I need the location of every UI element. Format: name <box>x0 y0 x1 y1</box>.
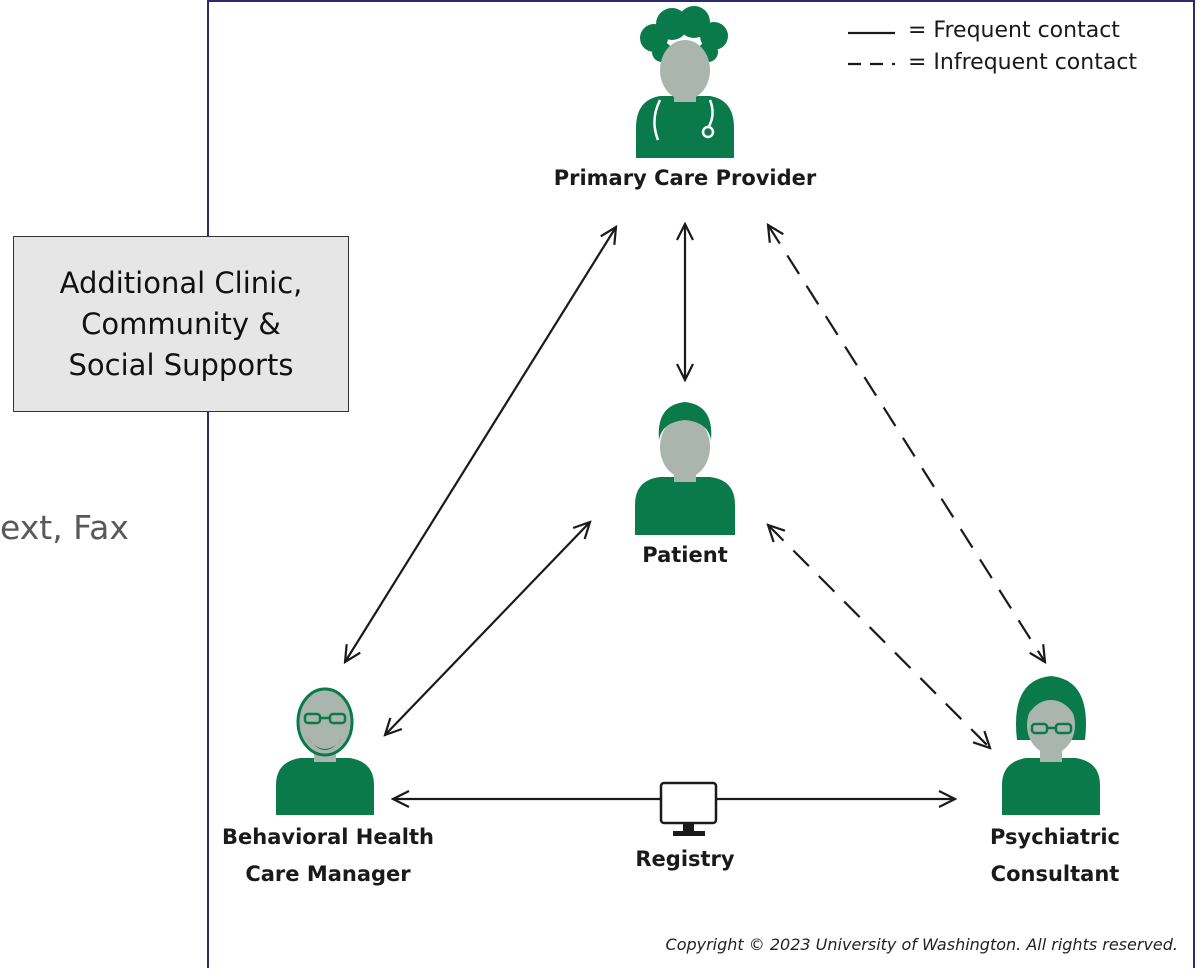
arrow-patient-psych-dashed <box>768 525 990 748</box>
care-manager-icon <box>276 687 374 815</box>
arrow-pcp-psych-dashed <box>768 225 1045 662</box>
legend-frequent-label: = Frequent contact <box>908 18 1120 43</box>
patient-icon <box>635 402 735 535</box>
node-label-care-manager-line2: Care Manager <box>245 862 411 886</box>
diagram-frame <box>207 0 1195 968</box>
arrow-patient-bhcm <box>385 522 590 735</box>
primary-care-provider-icon <box>636 6 734 158</box>
node-label-care-manager-line1: Behavioral Health <box>222 825 434 849</box>
node-label-psychiatric-line2: Consultant <box>990 862 1120 886</box>
node-label-psychiatric-line1: Psychiatric <box>989 825 1121 849</box>
psychiatric-consultant-icon <box>1002 676 1100 815</box>
arrow-pcp-bhcm <box>345 227 616 662</box>
additional-supports-box: Additional Clinic, Community & Social Su… <box>13 236 349 412</box>
node-label-patient: Patient <box>642 543 728 567</box>
legend-infrequent-label: = Infrequent contact <box>908 50 1138 75</box>
copyright-notice: Copyright © 2023 University of Washingto… <box>665 935 1178 954</box>
additional-supports-label: Additional Clinic, Community & Social Su… <box>59 265 303 382</box>
node-label-registry: Registry <box>635 847 735 871</box>
background-partial-text: ext, Fax <box>0 508 129 547</box>
node-label-primary-care-provider: Primary Care Provider <box>553 166 817 190</box>
computer-icon <box>659 781 718 836</box>
